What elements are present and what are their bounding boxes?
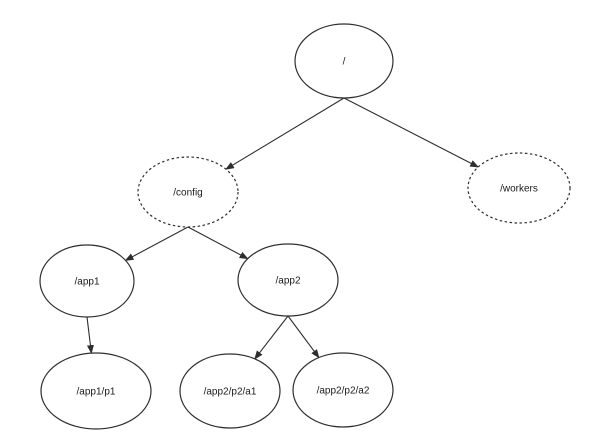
- tree-edge-app1-app1p1: [86, 316, 94, 355]
- tree-edge-app2-app2p2a1: [254, 315, 289, 360]
- tree-node-app1p1: /app1/p1: [40, 352, 152, 430]
- node-label-app1: /app1: [74, 277, 99, 288]
- node-label-config: /config: [173, 188, 202, 199]
- tree-edge-app2-app2p2a2: [287, 315, 320, 359]
- node-label-app2p2a1: /app2/p2/a1: [204, 387, 257, 398]
- tree-edge-config-app1: [124, 226, 189, 261]
- node-label-root: /: [343, 57, 346, 68]
- node-ellipse-workers: [467, 152, 571, 224]
- node-ellipse-app1: [39, 244, 135, 318]
- nodes-layer: / /config/workers/app1/app2/app1/p1/app2/…: [39, 23, 571, 430]
- node-label-workers: /workers: [500, 184, 538, 195]
- node-label-app1p1: /app1/p1: [77, 387, 116, 398]
- node-label-app2: /app2: [275, 276, 300, 287]
- tree-node-app1: /app1: [39, 244, 135, 318]
- node-ellipse-root: [294, 23, 394, 99]
- tree-edge-root-config: [225, 97, 345, 170]
- tree-edge-config-app2: [187, 226, 249, 260]
- edges-layer: [86, 97, 480, 360]
- node-label-app2p2a2: /app2/p2/a2: [317, 386, 370, 397]
- tree-node-app2: /app2: [237, 243, 339, 317]
- node-ellipse-app2p2a2: [292, 352, 394, 428]
- tree-edge-root-workers: [343, 97, 480, 168]
- tree-node-app2p2a2: /app2/p2/a2: [292, 352, 394, 428]
- node-ellipse-app1p1: [40, 352, 152, 430]
- tree-node-root: /: [294, 23, 394, 99]
- tree-node-workers: /workers: [467, 152, 571, 224]
- node-ellipse-app2: [237, 243, 339, 317]
- node-ellipse-app2p2a1: [179, 353, 281, 429]
- node-ellipse-config: [137, 156, 239, 228]
- tree-node-config: /config: [137, 156, 239, 228]
- tree-node-app2p2a1: /app2/p2/a1: [179, 353, 281, 429]
